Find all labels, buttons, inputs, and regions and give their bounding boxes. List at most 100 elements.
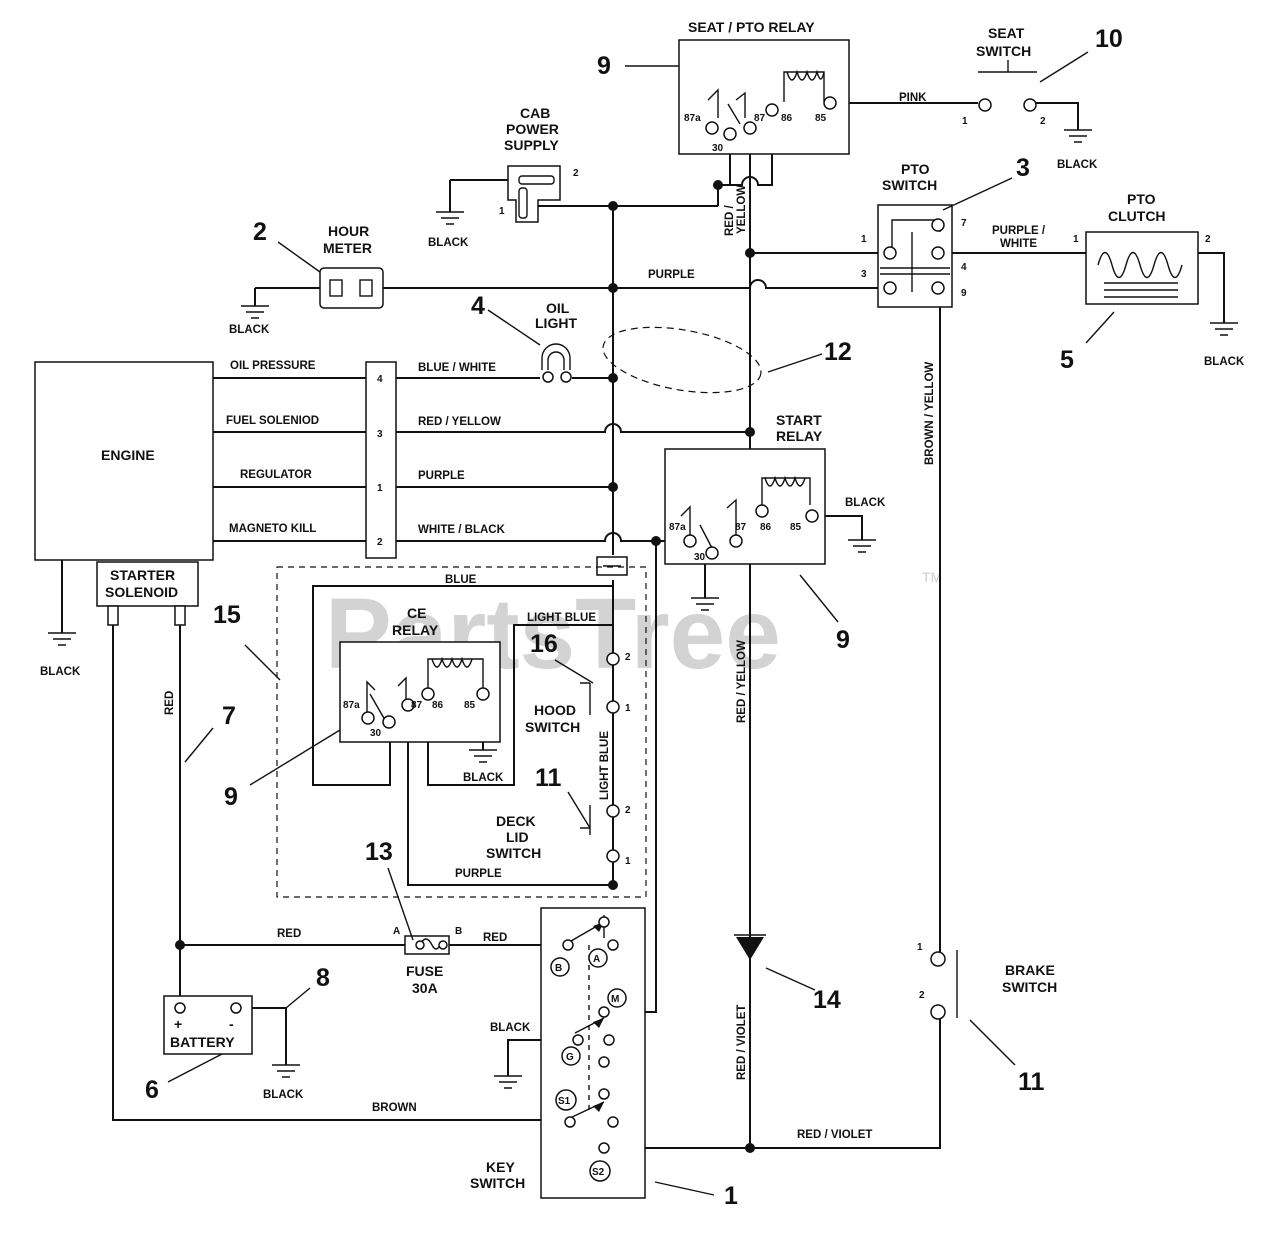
- svg-text:16: 16: [530, 630, 558, 658]
- svg-text:BLACK: BLACK: [1204, 356, 1245, 368]
- svg-text:B: B: [455, 926, 462, 937]
- ground-symbols: [48, 129, 1238, 1089]
- svg-text:BLACK: BLACK: [845, 497, 886, 509]
- svg-text:STARTER: STARTER: [110, 567, 175, 583]
- svg-text:REGULATOR: REGULATOR: [240, 469, 312, 481]
- ce-harness-boundary: [276, 566, 647, 898]
- engine: ENGINE OIL PRESSURE FUEL SOLENIOD REGULA…: [34, 360, 319, 561]
- svg-text:87a: 87a: [343, 700, 360, 711]
- svg-text:PURPLE: PURPLE: [418, 470, 465, 482]
- svg-text:KEY: KEY: [486, 1159, 515, 1175]
- svg-text:SEAT: SEAT: [988, 25, 1025, 41]
- svg-text:CE: CE: [407, 605, 426, 621]
- svg-text:DECK: DECK: [496, 813, 536, 829]
- svg-text:2: 2: [377, 537, 383, 548]
- svg-text:LIGHT: LIGHT: [535, 315, 577, 331]
- svg-text:4: 4: [961, 262, 967, 273]
- svg-text:1: 1: [861, 234, 867, 245]
- svg-text:14: 14: [813, 986, 841, 1014]
- svg-text:2: 2: [573, 168, 579, 179]
- svg-text:RELAY: RELAY: [392, 622, 439, 638]
- callout-leaders: [167, 51, 1115, 1196]
- svg-text:1: 1: [377, 483, 383, 494]
- svg-text:CLUTCH: CLUTCH: [1108, 208, 1166, 224]
- svg-text:BLACK: BLACK: [40, 666, 81, 678]
- svg-text:SEAT / PTO RELAY: SEAT / PTO RELAY: [688, 19, 815, 35]
- svg-text:1: 1: [1073, 234, 1079, 245]
- svg-text:PURPLE: PURPLE: [455, 868, 502, 880]
- svg-text:9: 9: [224, 783, 238, 811]
- svg-text:30: 30: [370, 728, 382, 739]
- seat-pto-relay: SEAT / PTO RELAY 87a 30 87 86 85: [678, 19, 850, 155]
- trademark: TM: [922, 569, 942, 585]
- svg-text:7: 7: [961, 218, 967, 229]
- svg-text:LIGHT BLUE: LIGHT BLUE: [527, 612, 596, 624]
- svg-text:PURPLE /: PURPLE /: [992, 225, 1046, 237]
- svg-text:1: 1: [917, 942, 923, 953]
- svg-text:SOLENOID: SOLENOID: [105, 584, 178, 600]
- cab-power-supply: CAB POWER SUPPLY 2 1 BLACK: [428, 105, 579, 249]
- svg-text:85: 85: [790, 522, 802, 533]
- svg-text:WHITE / BLACK: WHITE / BLACK: [418, 524, 506, 536]
- svg-text:HOOD: HOOD: [534, 702, 576, 718]
- pto-clutch: PTO CLUTCH 1 2 BLACK: [1073, 191, 1245, 368]
- svg-text:7: 7: [222, 702, 236, 730]
- svg-text:3: 3: [861, 269, 867, 280]
- svg-text:86: 86: [781, 113, 793, 124]
- svg-text:LIGHT BLUE: LIGHT BLUE: [599, 731, 611, 800]
- svg-text:A: A: [393, 926, 400, 937]
- svg-text:BLUE: BLUE: [445, 574, 477, 586]
- start-relay: START RELAY 87a 30 87 86 85 BLACK: [664, 412, 886, 565]
- svg-text:87: 87: [735, 522, 747, 533]
- svg-text:SWITCH: SWITCH: [976, 43, 1031, 59]
- svg-text:2: 2: [625, 652, 631, 663]
- svg-text:HOUR: HOUR: [328, 223, 369, 239]
- svg-text:OIL: OIL: [546, 300, 570, 316]
- svg-text:RED / VIOLET: RED / VIOLET: [797, 1129, 872, 1141]
- svg-text:9: 9: [961, 288, 967, 299]
- svg-text:1: 1: [962, 116, 968, 127]
- harness-ellipse: [602, 326, 762, 394]
- svg-text:85: 85: [815, 113, 827, 124]
- svg-text:4: 4: [471, 292, 485, 320]
- svg-text:2: 2: [253, 218, 267, 246]
- svg-text:86: 86: [432, 700, 444, 711]
- svg-text:PURPLE: PURPLE: [648, 269, 695, 281]
- svg-text:RED / YELLOW: RED / YELLOW: [736, 640, 748, 723]
- battery: + - BATTERY BLACK: [163, 995, 304, 1101]
- svg-text:2: 2: [625, 805, 631, 816]
- svg-text:+: +: [174, 1016, 182, 1032]
- starter-solenoid: STARTER SOLENOID BLACK: [40, 561, 199, 678]
- svg-text:RED /: RED /: [724, 205, 736, 236]
- svg-text:PTO: PTO: [901, 161, 930, 177]
- svg-text:1: 1: [625, 703, 631, 714]
- svg-text:3: 3: [377, 429, 383, 440]
- svg-text:ENGINE: ENGINE: [101, 447, 155, 463]
- svg-text:4: 4: [377, 374, 383, 385]
- svg-text:1: 1: [499, 206, 505, 217]
- svg-text:2: 2: [1205, 234, 1211, 245]
- svg-text:LID: LID: [506, 829, 529, 845]
- svg-text:SUPPLY: SUPPLY: [504, 137, 559, 153]
- svg-text:FUSE: FUSE: [406, 963, 443, 979]
- svg-text:S1: S1: [558, 1096, 571, 1107]
- svg-text:S2: S2: [592, 1167, 605, 1178]
- svg-text:87a: 87a: [684, 113, 701, 124]
- svg-text:6: 6: [145, 1076, 159, 1104]
- svg-text:RED: RED: [164, 691, 176, 715]
- svg-text:30: 30: [694, 552, 706, 563]
- key-switch: B A M G S1 S2 KEY SWITCH BLACK: [470, 907, 646, 1199]
- svg-text:BRAKE: BRAKE: [1005, 962, 1055, 978]
- wire-color-labels: PINK PURPLE PURPLE / WHITE RED / YELLOW …: [164, 92, 1046, 1141]
- svg-text:START: START: [776, 412, 822, 428]
- svg-text:BLACK: BLACK: [263, 1089, 304, 1101]
- svg-text:BROWN: BROWN: [372, 1102, 417, 1114]
- svg-text:M: M: [611, 994, 619, 1005]
- svg-text:87: 87: [411, 700, 423, 711]
- svg-text:WHITE: WHITE: [1000, 238, 1037, 250]
- svg-text:G: G: [566, 1052, 574, 1063]
- svg-text:RED / VIOLET: RED / VIOLET: [736, 1005, 748, 1080]
- svg-text:5: 5: [1060, 346, 1074, 374]
- svg-text:2: 2: [919, 990, 925, 1001]
